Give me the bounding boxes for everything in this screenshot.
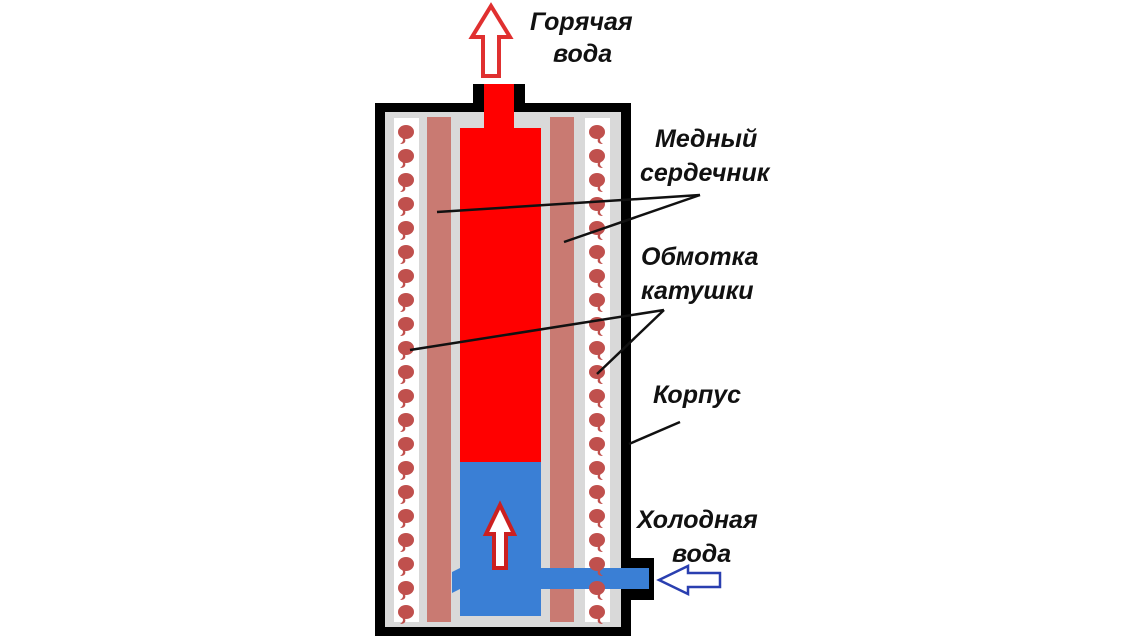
coil-turn [398,605,414,624]
coil-turn [589,557,605,576]
cold-water-inlet-pipe-right [541,568,649,589]
hot-water-chamber [460,128,541,462]
coil-turn [589,341,605,360]
coil-turn [398,197,414,216]
coil-turn [398,485,414,504]
coil-turns-right [589,125,605,624]
coil-turn [398,365,414,384]
copper-core-left [427,117,451,622]
leader-coil-right [596,309,665,375]
leader-copper-core-right [563,193,701,244]
coil-turn [398,389,414,408]
coil-turn [589,245,605,264]
cold-water-in-arrow-icon [656,564,722,596]
coil-turn [398,269,414,288]
coil-turn [398,173,414,192]
coil-turn [589,485,605,504]
coil-turn [589,509,605,528]
coil-turn [398,149,414,168]
coil-turn [398,245,414,264]
coil-turn [398,293,414,312]
coil-turn [589,533,605,552]
coil-turn [589,293,605,312]
label-housing: Корпус [653,381,741,409]
coil-turn [589,125,605,144]
water-flow-up-arrow-icon [482,500,518,570]
coil-turn [398,341,414,360]
coil-turn [589,149,605,168]
coil-turn [589,605,605,624]
coil-turn [398,509,414,528]
coil-turn [398,221,414,240]
label-copper-core: Медный сердечник [640,125,771,187]
coil-turn [589,437,605,456]
coil-turns-left [398,125,414,624]
hot-water-out-arrow-icon [468,2,514,78]
coil-turn [398,413,414,432]
cold-water-inlet-pipe-left [452,568,460,593]
label-coil-winding: Обмотка катушки [641,243,765,305]
leader-housing [628,420,681,446]
leader-copper-core-left [436,193,701,214]
hot-water-outlet-pipe [484,84,514,130]
leader-coil-left [409,308,665,352]
coil-turn [589,269,605,288]
coil-turn [589,413,605,432]
coil-turn [589,461,605,480]
coil-turn [589,389,605,408]
coil-turn [398,581,414,600]
label-hot-water: Горячая вода [530,8,640,68]
coil-turn [398,125,414,144]
coil-turn [589,173,605,192]
coil-turn [398,461,414,480]
coil-turn [398,437,414,456]
coil-turn [589,581,605,600]
copper-core-right [550,117,574,622]
coil-turn [398,533,414,552]
label-cold-water: Холодная вода [635,506,765,568]
coil-turn [398,557,414,576]
coil-turn [398,317,414,336]
